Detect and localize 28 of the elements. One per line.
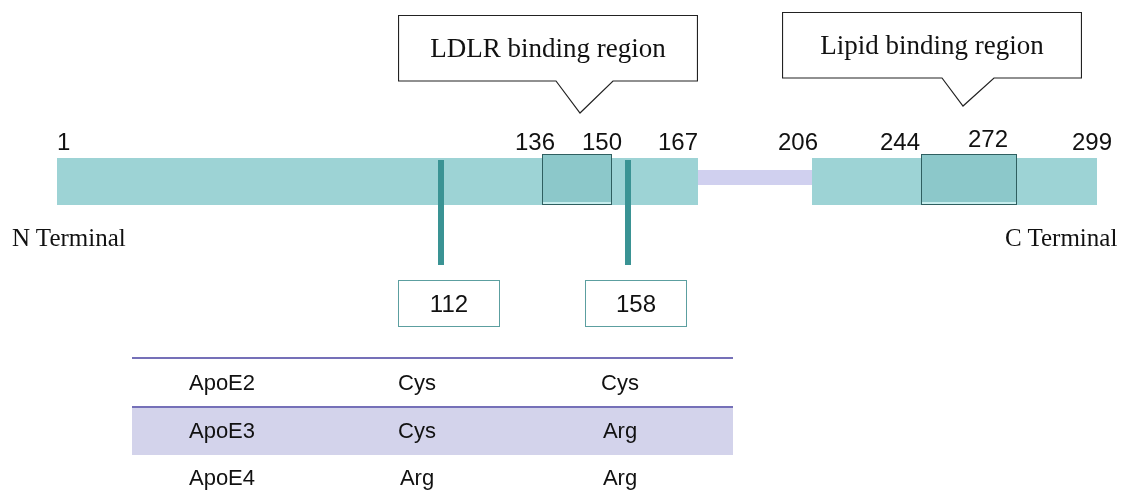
- table-cell-text: ApoE2: [188, 370, 256, 396]
- table-cell-text: Cys: [398, 418, 436, 444]
- residue-position-box: 112: [398, 280, 500, 327]
- table-cell-text: Cys: [601, 370, 639, 396]
- terminus-label: N Terminal: [12, 224, 126, 252]
- table-cell-text: Arg: [602, 418, 638, 444]
- terminus-label: C Terminal: [1005, 224, 1118, 252]
- table-cell-text: Cys: [398, 370, 436, 396]
- residue-number: 1: [57, 128, 71, 156]
- residue-number: 150: [582, 128, 623, 156]
- residue-number: 136: [515, 128, 556, 156]
- residue-number: 244: [880, 128, 921, 156]
- residue-number: 167: [658, 128, 699, 156]
- table-cell-text: Arg: [602, 465, 638, 491]
- binding-region-box: [921, 154, 1017, 205]
- residue-position-box: 158: [585, 280, 687, 327]
- residue-number: 272: [968, 125, 1009, 153]
- callout-bubble: Lipid binding region: [782, 12, 1082, 108]
- connector-line: [438, 160, 444, 265]
- residue-number: 206: [778, 128, 819, 156]
- callout-bubble: LDLR binding region: [398, 15, 698, 115]
- table-cell-text: ApoE3: [188, 418, 256, 444]
- binding-region-box: [542, 154, 612, 205]
- hinge-region-bar: [698, 170, 812, 185]
- table-cell-text: ApoE4: [188, 465, 256, 491]
- connector-line: [625, 160, 631, 265]
- table-cell-text: Arg: [399, 465, 435, 491]
- residue-number: 299: [1072, 128, 1113, 156]
